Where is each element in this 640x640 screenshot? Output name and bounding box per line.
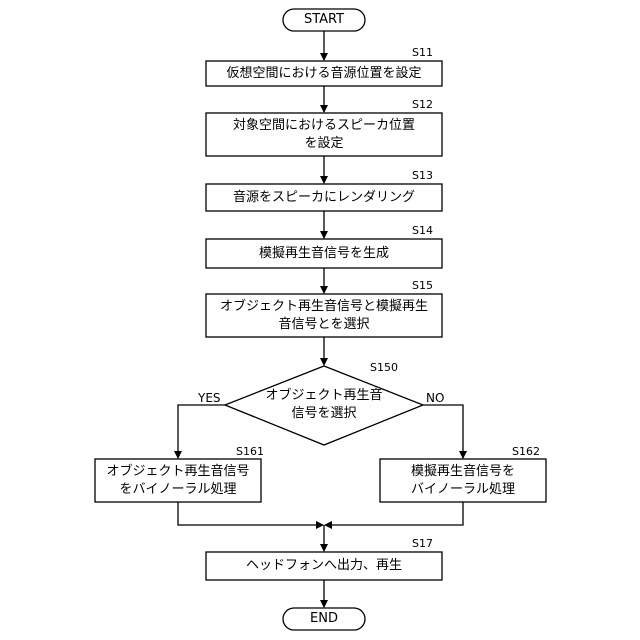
step-id-s12: S12 <box>412 99 433 111</box>
step-s14-text: 模擬再生音信号を生成 <box>206 239 442 268</box>
decision-no-label: NO <box>426 391 444 405</box>
connector-s162-merge <box>325 502 463 525</box>
step-s12-text: 対象空間におけるスピーカ位置 を設定 <box>206 113 442 156</box>
step-id-s17: S17 <box>412 538 433 550</box>
decision-yes-label: YES <box>198 391 221 405</box>
decision-s150-text: オブジェクト再生音 信号を選択 <box>254 385 394 425</box>
connector-s161-merge <box>178 502 323 525</box>
step-id-s11: S11 <box>412 47 433 59</box>
step-s15-text: オブジェクト再生音信号と模擬再生 音信号とを選択 <box>206 294 442 337</box>
step-id-s13: S13 <box>412 170 433 182</box>
connector-yes-s161 <box>178 405 225 458</box>
step-s17-text: ヘッドフォンへ出力、再生 <box>206 552 442 580</box>
step-id-s15: S15 <box>412 280 433 292</box>
end-label: END <box>283 608 365 630</box>
step-id-s14: S14 <box>412 225 433 237</box>
step-s162-text: 模擬再生音信号を バイノーラル処理 <box>380 459 546 502</box>
step-id-s161: S161 <box>236 446 264 458</box>
start-label: START <box>283 9 365 31</box>
connector-no-s162 <box>423 405 463 458</box>
step-id-s150: S150 <box>370 362 398 374</box>
step-id-s162: S162 <box>512 446 540 458</box>
step-s11-text: 仮想空間における音源位置を設定 <box>206 61 442 86</box>
step-s13-text: 音源をスピーカにレンダリング <box>206 184 442 211</box>
step-s161-text: オブジェクト再生音信号 をバイノーラル処理 <box>95 459 261 502</box>
